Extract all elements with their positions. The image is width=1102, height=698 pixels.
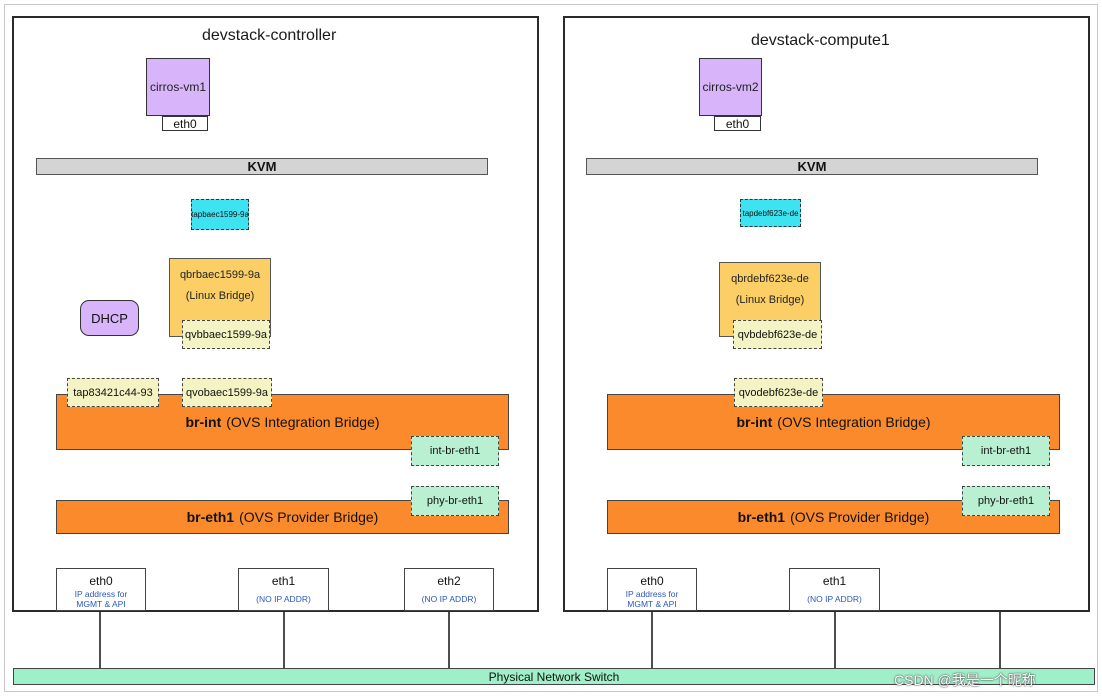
- br-eth1-label: br-eth1: [737, 509, 786, 525]
- qvb-veth-port[interactable]: qvbbaec1599-9a: [182, 320, 270, 349]
- int-br-eth1-patch-port[interactable]: int-br-eth1: [962, 436, 1050, 466]
- linux-bridge-type: (Linux Bridge): [185, 290, 255, 302]
- br-eth1-label: br-eth1: [186, 509, 235, 525]
- nic-ip-note: (NO IP ADDR): [256, 594, 311, 604]
- vm-box[interactable]: cirros-vm1: [146, 58, 210, 116]
- physical-network-switch[interactable]: Physical Network Switch: [13, 668, 1095, 685]
- nic-ip-note: IP address for MGMT & API: [625, 589, 679, 609]
- dhcp-tap-port[interactable]: tap83421c44-93: [67, 378, 159, 407]
- nic-name: eth2: [437, 574, 461, 588]
- nic-name: eth0: [640, 574, 664, 588]
- br-eth1-description: (OVS Provider Bridge): [790, 509, 930, 525]
- vm-eth0-port[interactable]: eth0: [162, 116, 208, 131]
- tap-device[interactable]: tapdebf623e-de: [740, 199, 801, 227]
- host-title: devstack-compute1: [751, 32, 890, 49]
- nic-ip-note: (NO IP ADDR): [421, 594, 477, 604]
- br-eth1-bridge[interactable]: br-eth1 (OVS Provider Bridge): [56, 500, 509, 534]
- nic-eth2[interactable]: eth2 (NO IP ADDR): [404, 568, 494, 611]
- nic-ip-note: IP address for MGMT & API: [74, 589, 128, 609]
- qvo-veth-port[interactable]: qvobaec1599-9a: [182, 378, 272, 407]
- nic-ip-note: (NO IP ADDR): [807, 594, 862, 604]
- phy-br-eth1-patch-port[interactable]: phy-br-eth1: [962, 486, 1050, 516]
- kvm-hypervisor-bar: KVM: [36, 158, 488, 175]
- int-br-eth1-patch-port[interactable]: int-br-eth1: [411, 436, 499, 466]
- phy-br-eth1-patch-port[interactable]: phy-br-eth1: [411, 486, 499, 516]
- br-int-label: br-int: [736, 414, 773, 430]
- tap-device[interactable]: tapbaec1599-9a: [191, 199, 249, 230]
- br-int-description: (OVS Integration Bridge): [226, 414, 380, 430]
- nic-eth0[interactable]: eth0 IP address for MGMT & API: [56, 568, 146, 611]
- nic-eth1[interactable]: eth1 (NO IP ADDR): [238, 568, 329, 611]
- nic-eth0[interactable]: eth0 IP address for MGMT & API: [607, 568, 697, 611]
- br-int-label: br-int: [185, 414, 222, 430]
- linux-bridge-name: qbrbaec1599-9a: [179, 269, 261, 281]
- nic-name: eth1: [822, 574, 847, 588]
- kvm-hypervisor-bar: KVM: [586, 158, 1038, 175]
- dhcp-agent[interactable]: DHCP: [80, 300, 139, 336]
- nic-eth1[interactable]: eth1 (NO IP ADDR): [789, 568, 880, 611]
- br-eth1-description: (OVS Provider Bridge): [239, 509, 379, 525]
- watermark: CSDN @我是一个昵称: [894, 672, 1036, 688]
- linux-bridge-name: qbrdebf623e-de: [731, 273, 809, 285]
- qvb-veth-port[interactable]: qvbdebf623e-de: [733, 320, 822, 349]
- host-title: devstack-controller: [202, 27, 337, 44]
- vm-box[interactable]: cirros-vm2: [699, 58, 762, 116]
- qvo-veth-port[interactable]: qvodebf623e-de: [734, 378, 823, 407]
- nic-name: eth1: [271, 574, 296, 588]
- nic-name: eth0: [89, 574, 113, 588]
- vm-eth0-port[interactable]: eth0: [714, 116, 761, 131]
- br-int-description: (OVS Integration Bridge): [777, 414, 931, 430]
- linux-bridge-type: (Linux Bridge): [735, 294, 805, 306]
